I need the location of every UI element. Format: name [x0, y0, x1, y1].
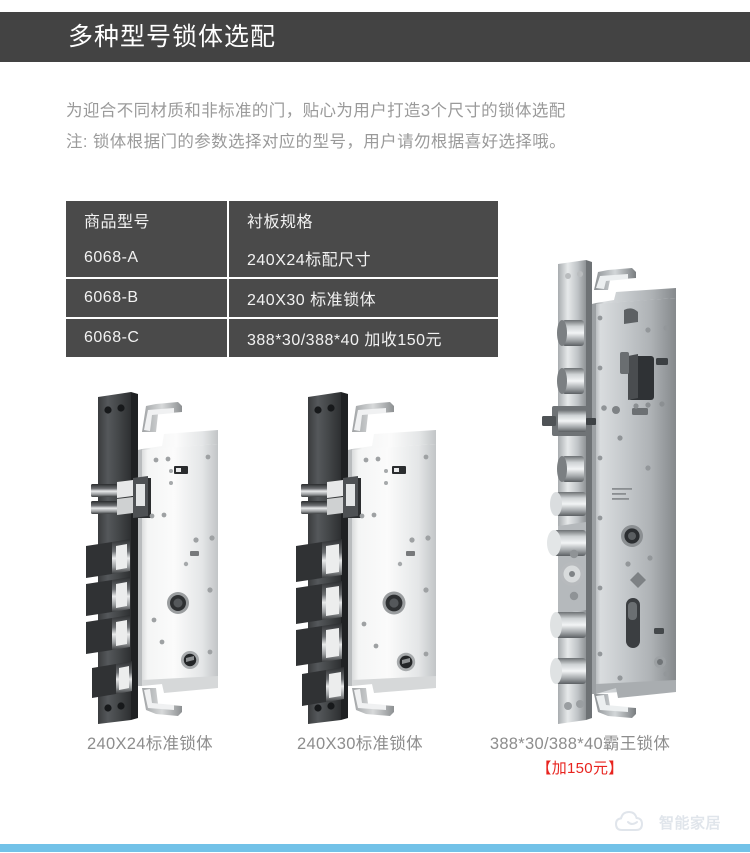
- intro-paragraph: 为迎合不同材质和非标准的门，贴心为用户打造3个尺寸的锁体选配 注: 锁体根据门的…: [66, 96, 706, 158]
- product-caption-text: 388*30/388*40霸王锁体: [489, 735, 671, 753]
- table-header-model: 商品型号: [66, 201, 229, 239]
- product-image-lock-388-overlord: [528, 258, 698, 728]
- intro-line-2: 注: 锁体根据门的参数选择对应的型号，用户请勿根据喜好选择哦。: [66, 133, 567, 151]
- table-cell-spec: 388*30/388*40 加收150元: [229, 319, 498, 357]
- lock-body-icon: [542, 260, 676, 724]
- product-surcharge-badge: 【加150元】: [536, 760, 624, 777]
- table-cell-model: 6068-C: [66, 319, 229, 357]
- table-row: 6068-A 240X24标配尺寸: [66, 239, 498, 279]
- product-caption-text: 240X24标准锁体: [87, 735, 213, 753]
- table-cell-spec: 240X24标配尺寸: [229, 239, 498, 279]
- table-cell-spec: 240X30 标准锁体: [229, 279, 498, 319]
- spec-table: 商品型号 衬板规格 6068-A 240X24标配尺寸 6068-B 240X3…: [66, 201, 498, 357]
- product-caption-2: 240X30标准锁体: [265, 733, 455, 755]
- lock-body-icon: [86, 392, 218, 724]
- page-title: 多种型号锁体选配: [68, 22, 277, 51]
- product-caption-1: 240X24标准锁体: [60, 733, 240, 755]
- table-cell-model: 6068-B: [66, 279, 229, 319]
- table-header-row: 商品型号 衬板规格: [66, 201, 498, 239]
- product-image-lock-240x30: [296, 388, 456, 728]
- lock-body-icon: [296, 392, 436, 724]
- product-image-row: [0, 258, 750, 728]
- product-caption-text: 240X30标准锁体: [297, 735, 423, 753]
- cloud-logo-icon: [614, 810, 644, 831]
- watermark: 智能家居: [614, 806, 742, 840]
- table-header-spec: 衬板规格: [229, 201, 498, 239]
- section-header-bar: 多种型号锁体选配: [0, 12, 750, 62]
- table-row: 6068-C 388*30/388*40 加收150元: [66, 319, 498, 357]
- product-image-lock-240x24: [86, 388, 246, 728]
- table-row: 6068-B 240X30 标准锁体: [66, 279, 498, 319]
- product-caption-3: 388*30/388*40霸王锁体 【加150元】: [455, 733, 705, 781]
- watermark-text: 智能家居: [659, 814, 722, 832]
- table-cell-model: 6068-A: [66, 239, 229, 279]
- intro-line-1: 为迎合不同材质和非标准的门，贴心为用户打造3个尺寸的锁体选配: [66, 102, 566, 120]
- bottom-accent-bar: [0, 844, 750, 852]
